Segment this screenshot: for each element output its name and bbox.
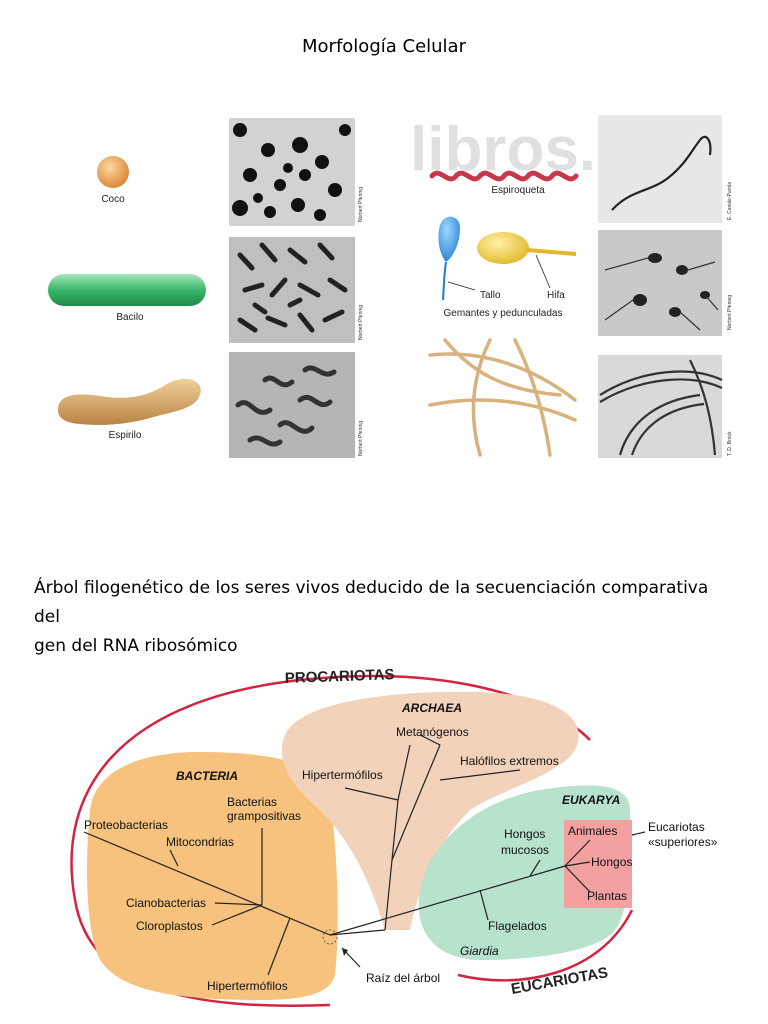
coco-label: Coco — [101, 194, 125, 205]
micrograph-spirilla — [229, 352, 355, 458]
spirillum-illustration — [58, 378, 201, 425]
eucariotas-superiores-label-2: «superiores» — [648, 835, 718, 849]
root-marker — [322, 929, 338, 945]
archaea-region — [281, 691, 579, 930]
bacilo-label: Bacilo — [116, 312, 144, 323]
eucariotas-arc — [457, 909, 634, 982]
plantas-label: Plantas — [587, 889, 627, 903]
credit-canale: E. Canale-Parola — [727, 182, 733, 220]
credit-pfennig-2: Norbert Pfennig — [358, 305, 364, 340]
eucariotas-label: EUCARIOTAS — [510, 964, 610, 998]
micrograph-rods — [229, 237, 355, 343]
hongos-label: Hongos — [591, 855, 632, 869]
page-title: Morfología Celular — [302, 36, 466, 57]
bacteria-region — [87, 752, 338, 1000]
espiroqueta-label: Espiroqueta — [491, 185, 545, 196]
halofilos-label: Halófilos extremos — [460, 754, 559, 768]
credit-pfennig-4: Norbert Pfennig — [727, 295, 733, 330]
root-arrowhead — [342, 948, 348, 956]
micrograph-cocci — [229, 118, 355, 226]
bacillus-illustration — [48, 274, 206, 306]
hipertermofilos-archaea-label: Hipertermófilos — [302, 768, 383, 782]
micrograph-stalked — [598, 230, 722, 336]
credit-brock: T. D. Brock — [727, 431, 733, 456]
hongos-mucosos-label-1: Hongos — [504, 827, 545, 841]
espirilo-label: Espirilo — [109, 430, 142, 441]
bacteria-label: BACTERIA — [176, 769, 238, 783]
spirochete-illustration — [429, 170, 579, 182]
micrograph-spirochete — [598, 115, 722, 223]
credit-pfennig-3: Norbert Pfennig — [358, 421, 364, 456]
filamentous-illustration — [428, 338, 577, 457]
micrograph-hyphae — [598, 355, 723, 458]
tallo-label: Tallo — [480, 290, 501, 301]
archaea-label: ARCHAEA — [401, 701, 462, 715]
bacterias-grampositivas-label-1: Bacterias — [227, 795, 277, 809]
budding-stalked-illustration — [438, 216, 577, 301]
hifa-label: Hifa — [547, 290, 565, 301]
bacterias-grampositivas-label-2: grampositivas — [227, 809, 301, 823]
hongos-mucosos-label-2: mucosos — [501, 843, 549, 857]
gemantes-label: Gemantes y pedunculadas — [444, 308, 563, 319]
mitocondrias-label: Mitocondrias — [166, 835, 234, 849]
coccus-illustration — [97, 156, 129, 188]
proteobacterias-label: Proteobacterias — [84, 818, 168, 832]
eukarya-label: EUKARYA — [562, 793, 620, 807]
metanogenos-label: Metanógenos — [396, 725, 469, 739]
section-title-line-2: gen del RNA ribosómico — [34, 636, 238, 656]
cianobacterias-label: Cianobacterias — [126, 896, 206, 910]
credit-pfennig-1: Norbert Pfennig — [358, 187, 364, 222]
animales-label: Animales — [568, 824, 617, 838]
cloroplastos-label: Cloroplastos — [136, 919, 203, 933]
section-title: Árbol filogenético de los seres vivos de… — [34, 574, 734, 661]
raiz-label: Raíz del árbol — [366, 971, 440, 985]
procariotas-label: PROCARIOTAS — [285, 666, 395, 687]
hipertermofilos-bacteria-label: Hipertermófilos — [207, 979, 288, 993]
tree-branches — [83, 734, 646, 976]
section-title-line-1: Árbol filogenético de los seres vivos de… — [34, 578, 709, 627]
eucariotas-superiores-label-1: Eucariotas — [648, 820, 705, 834]
giardia-label: Giardia — [460, 944, 499, 958]
flagelados-label: Flagelados — [488, 919, 547, 933]
